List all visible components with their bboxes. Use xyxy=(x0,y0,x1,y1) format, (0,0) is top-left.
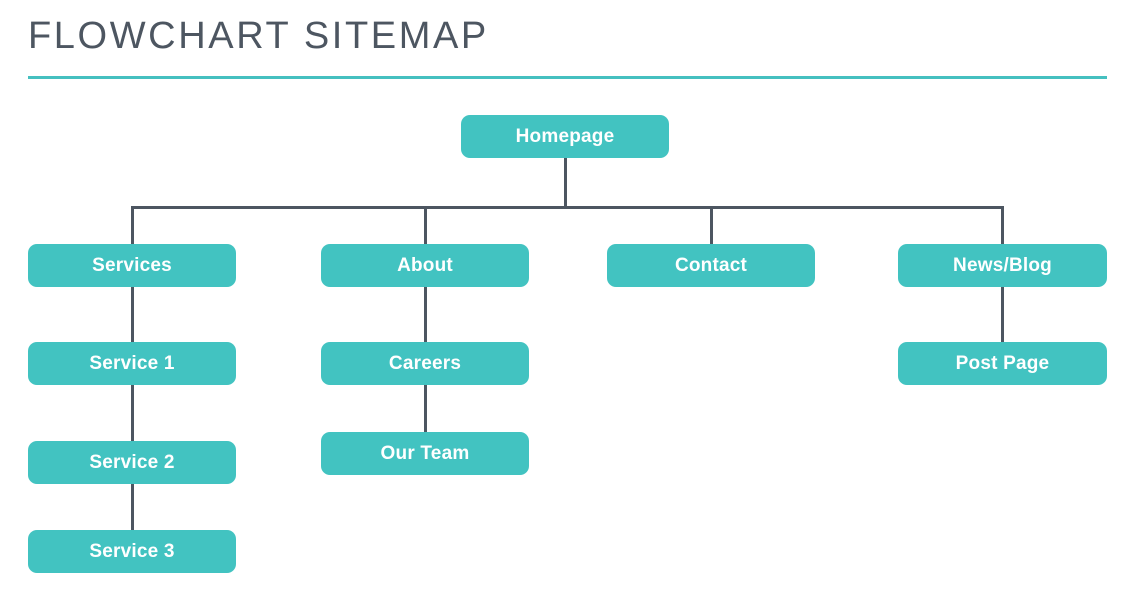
page-title: FLOWCHART SITEMAP xyxy=(28,15,489,57)
node-service-1[interactable]: Service 1 xyxy=(28,342,236,385)
node-contact[interactable]: Contact xyxy=(607,244,815,287)
title-divider xyxy=(28,76,1107,79)
connector-bus-to-contact xyxy=(710,206,713,245)
node-our-team[interactable]: Our Team xyxy=(321,432,529,475)
connector-bus-to-newsblog xyxy=(1001,206,1004,245)
node-service-2[interactable]: Service 2 xyxy=(28,441,236,484)
connector-service2-to-service3 xyxy=(131,484,134,531)
node-homepage[interactable]: Homepage xyxy=(461,115,669,158)
connector-services-to-service1 xyxy=(131,287,134,343)
connector-homepage-trunk xyxy=(564,156,567,208)
node-news-blog[interactable]: News/Blog xyxy=(898,244,1107,287)
node-post-page[interactable]: Post Page xyxy=(898,342,1107,385)
connector-about-to-careers xyxy=(424,287,427,343)
connector-careers-to-ourteam xyxy=(424,385,427,433)
connector-bus-to-services xyxy=(131,206,134,245)
node-services[interactable]: Services xyxy=(28,244,236,287)
connector-service1-to-service2 xyxy=(131,385,134,442)
node-careers[interactable]: Careers xyxy=(321,342,529,385)
node-service-3[interactable]: Service 3 xyxy=(28,530,236,573)
connector-level1-bus xyxy=(131,206,1003,209)
connector-bus-to-about xyxy=(424,206,427,245)
connector-newsblog-to-postpage xyxy=(1001,287,1004,343)
node-about[interactable]: About xyxy=(321,244,529,287)
